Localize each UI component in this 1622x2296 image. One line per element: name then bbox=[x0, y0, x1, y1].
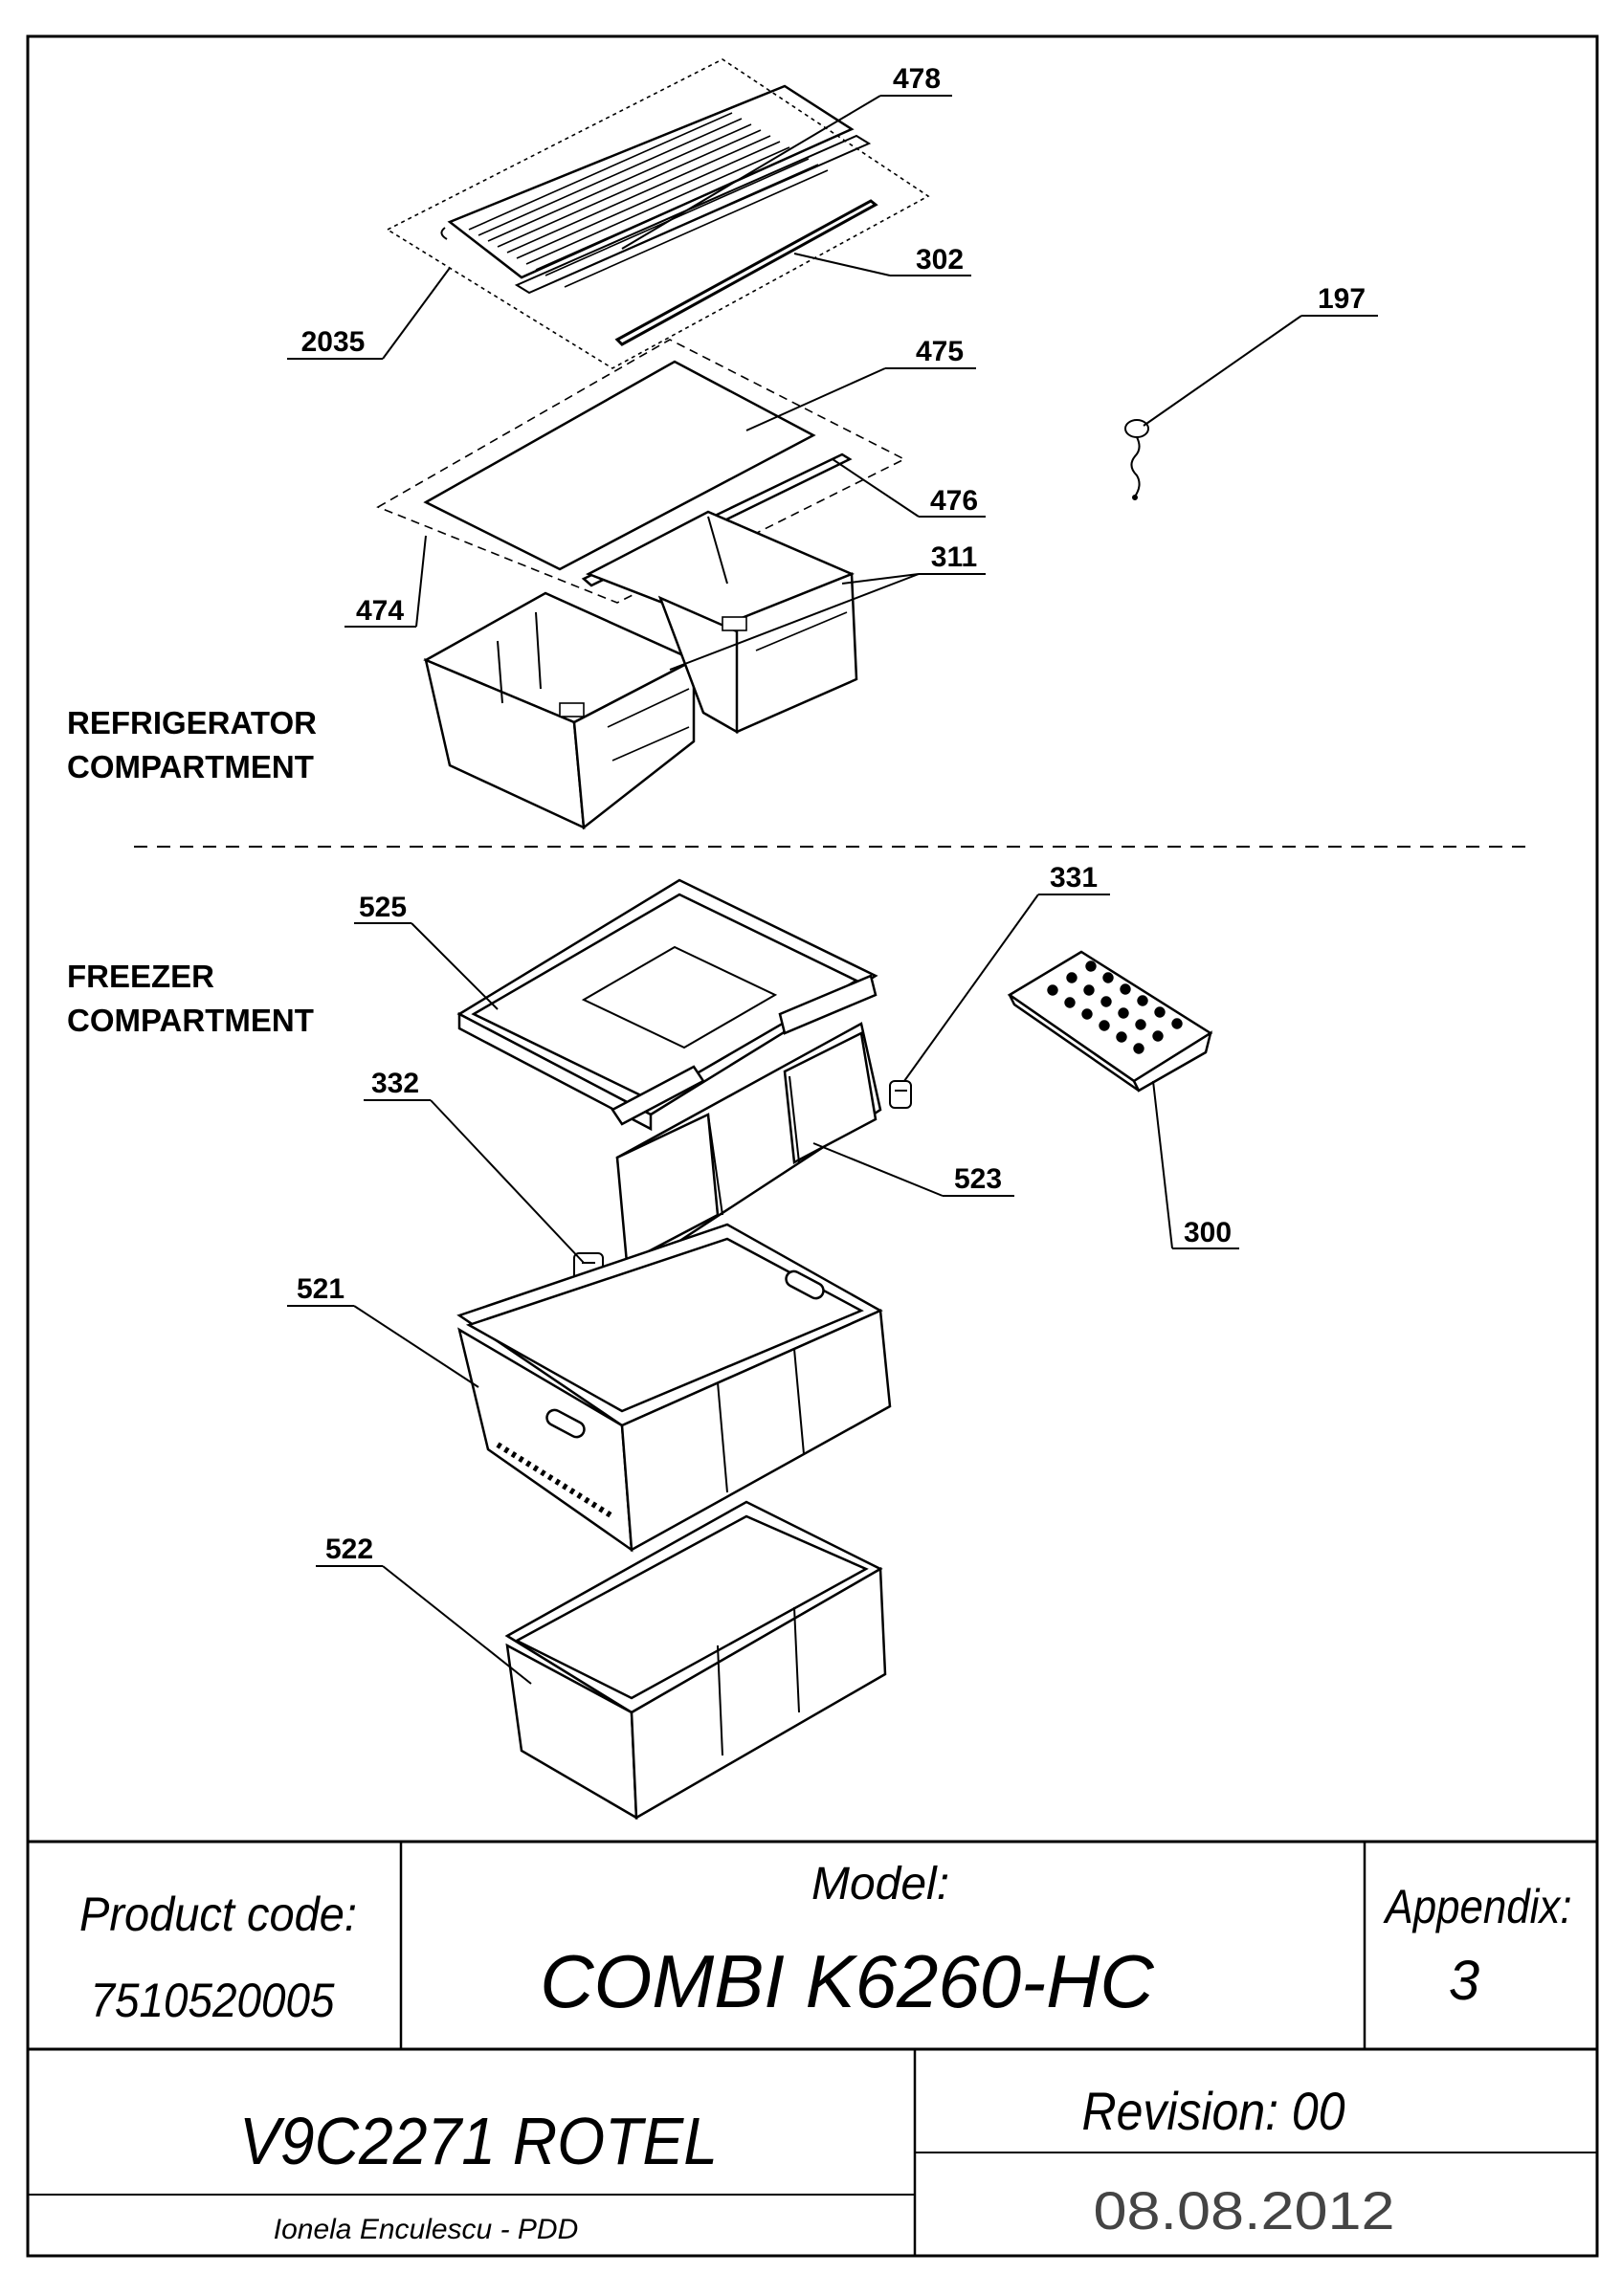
model-label: Model: bbox=[811, 1859, 949, 1910]
appendix-label: Appendix: bbox=[1383, 1880, 1572, 1933]
part-label-476: 476 bbox=[930, 485, 978, 517]
drawing-frame bbox=[26, 34, 1599, 2258]
part-label-302: 302 bbox=[916, 244, 964, 276]
part-label-525: 525 bbox=[359, 892, 407, 923]
refrigerator-label-line1: REFRIGERATOR bbox=[67, 705, 317, 740]
product-code-label: Product code: bbox=[79, 1888, 357, 1941]
part-label-521: 521 bbox=[297, 1273, 344, 1305]
leader-lines bbox=[287, 95, 1378, 1685]
ice-tray-300 bbox=[1007, 950, 1213, 1093]
product-code-value: 7510520005 bbox=[91, 1974, 335, 2027]
freezer-label-line2: COMPARTMENT bbox=[67, 1003, 314, 1038]
part-label-311: 311 bbox=[931, 541, 977, 573]
wire-shelf-assembly bbox=[386, 58, 930, 369]
drawing-code: V9C2271 ROTEL bbox=[239, 2104, 718, 2178]
part-labels: 478 302 2035 475 197 476 311 474 525 331… bbox=[297, 63, 1366, 1565]
crisper-drawer-right bbox=[585, 510, 858, 735]
freezer-front-523 bbox=[615, 1022, 882, 1275]
model-value: COMBI K6260-HC bbox=[540, 1939, 1154, 2023]
part-label-197: 197 bbox=[1318, 283, 1366, 315]
revision-label: Revision: 00 bbox=[1082, 2081, 1345, 2141]
author-name: Ionela Enculescu - PDD bbox=[274, 2214, 579, 2245]
part-label-523: 523 bbox=[954, 1163, 1002, 1195]
part-label-475: 475 bbox=[916, 336, 964, 367]
freezer-drawer-522 bbox=[504, 1500, 887, 1821]
egg-tray-small-part bbox=[1124, 419, 1149, 500]
part-label-300: 300 bbox=[1184, 1217, 1232, 1248]
freezer-cover-525 bbox=[456, 878, 878, 1132]
appendix-value: 3 bbox=[1449, 1950, 1479, 2012]
part-label-331: 331 bbox=[1050, 862, 1098, 894]
part-label-332: 332 bbox=[371, 1068, 419, 1099]
refrigerator-label-line2: COMPARTMENT bbox=[67, 749, 314, 784]
part-label-522: 522 bbox=[325, 1534, 373, 1565]
part-label-474: 474 bbox=[356, 595, 404, 627]
part-label-478: 478 bbox=[893, 63, 941, 95]
part-label-2035: 2035 bbox=[301, 326, 366, 358]
glass-shelf-assembly bbox=[376, 339, 906, 604]
crisper-drawer-left bbox=[423, 591, 697, 830]
revision-date: 08.08.2012 bbox=[1094, 2180, 1395, 2241]
freezer-drawer-521 bbox=[456, 1223, 892, 1553]
freezer-label-line1: FREEZER bbox=[67, 959, 214, 994]
flap-clip-331 bbox=[889, 1080, 912, 1109]
